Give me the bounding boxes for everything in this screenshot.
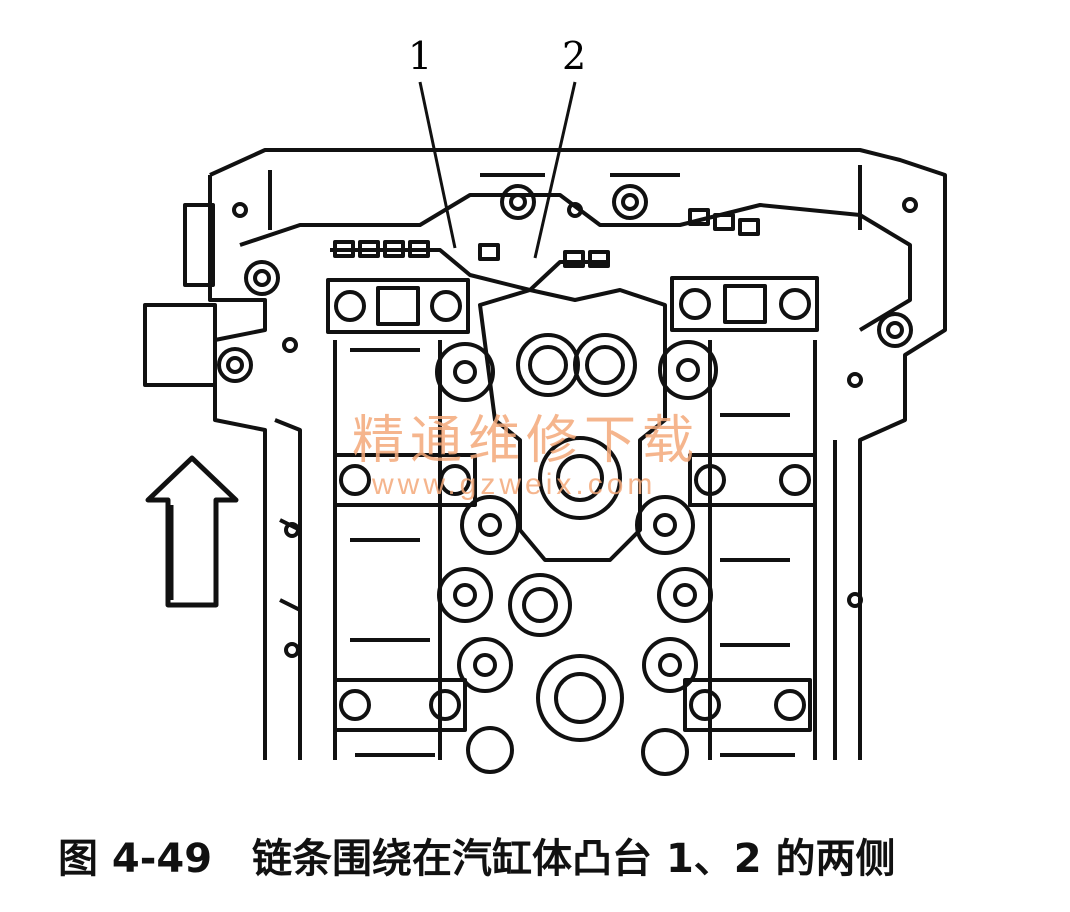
watermark-text: 精通维修下载 <box>352 411 701 471</box>
left-boss-upper <box>183 203 215 287</box>
arrow-up-icon <box>145 455 239 608</box>
port-a <box>516 333 580 397</box>
figure-caption-text: 链条围绕在汽缸体凸台 1、2 的两侧 <box>252 836 896 882</box>
leader-line-2 <box>533 81 577 259</box>
cam-cap-1-left <box>326 278 470 334</box>
chain-links <box>333 208 760 268</box>
cylinder-head-outline <box>208 148 947 760</box>
figure-number: 图 4-49 <box>58 836 213 882</box>
cam-cap-3-right <box>683 678 812 732</box>
camshaft-left <box>333 340 442 760</box>
bolt-right <box>877 312 913 348</box>
cam-cap-3-left <box>333 678 467 732</box>
callout-1: 1 <box>408 34 433 78</box>
left-rail <box>274 418 302 760</box>
figure-caption: 图 4-49 链条围绕在汽缸体凸台 1、2 的两侧 <box>58 826 1058 884</box>
bolt-left-1 <box>244 260 280 296</box>
watermark-url: www.gzweix.com <box>372 468 657 501</box>
cam-cap-1-right <box>670 276 819 332</box>
top-frame <box>239 193 912 332</box>
bolt-top-left <box>500 184 536 220</box>
port-b <box>573 333 637 397</box>
leader-line-1 <box>418 81 457 249</box>
camshaft-right <box>708 340 817 760</box>
timing-chain <box>330 248 610 292</box>
center-block <box>478 288 667 562</box>
top-frame-inner <box>268 165 862 230</box>
left-boss-lower <box>143 303 217 387</box>
bolt-left-2 <box>217 347 253 383</box>
valve-lifters <box>435 340 718 776</box>
spark-plug-well-1 <box>538 436 622 520</box>
callout-2: 2 <box>562 34 587 78</box>
spark-plug-well-2 <box>536 654 624 742</box>
bolt-top-right <box>612 184 648 220</box>
